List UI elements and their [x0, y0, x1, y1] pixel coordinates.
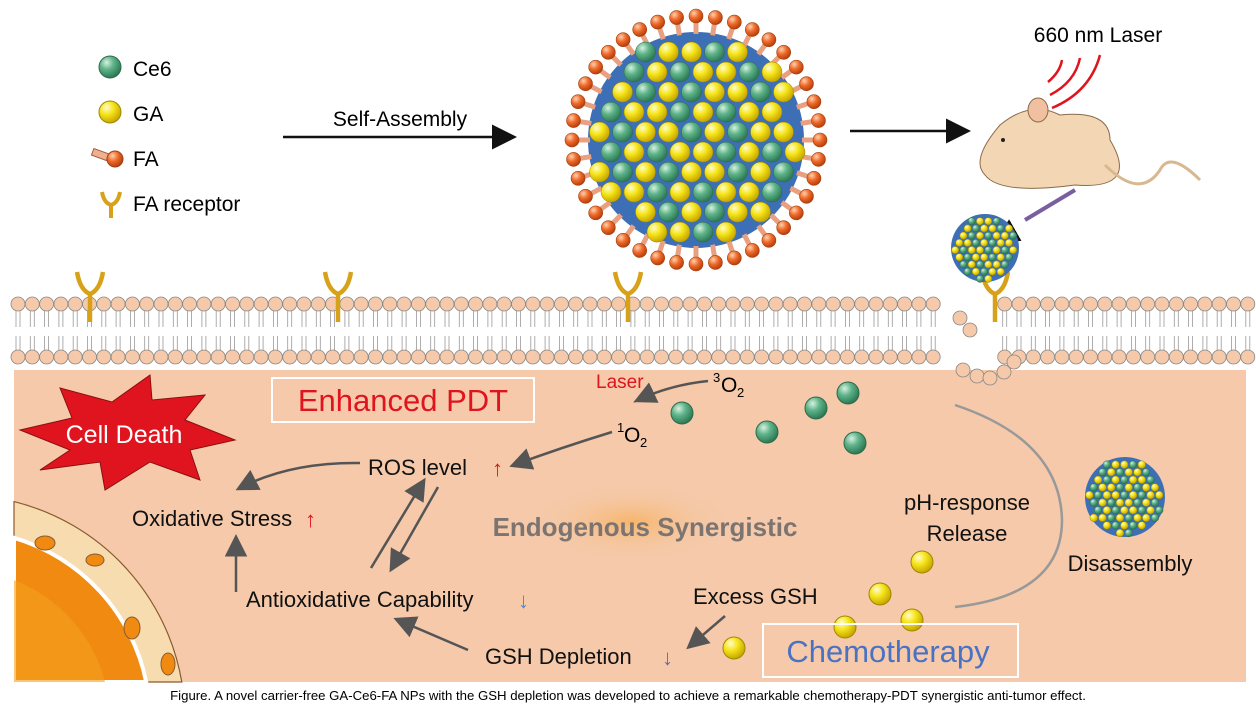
laser-label: Laser	[596, 372, 644, 393]
subscript-2: 2	[737, 385, 744, 400]
ga-molecule	[722, 636, 746, 660]
antioxidative-down-arrow: ↓	[518, 588, 529, 613]
laser-conversion-arrow	[633, 379, 709, 403]
ga-ce6-fa-nanoparticle	[564, 8, 828, 272]
excess-gsh-arrow	[686, 615, 726, 650]
o2-symbol: O	[721, 374, 737, 397]
figure-caption: Figure. A novel carrier-free GA-Ce6-FA N…	[170, 688, 1086, 703]
ce6-molecule	[843, 431, 867, 455]
disassembled-nanoparticle	[1085, 457, 1165, 538]
cell-death-label: Cell Death	[66, 421, 183, 449]
mouse-icon	[979, 97, 1202, 243]
gsh-to-antiox-arrow	[393, 616, 469, 652]
ros-to-antiox-arrow	[389, 486, 440, 573]
excess-gsh-label: Excess GSH	[693, 584, 818, 609]
fa-receptor-icon	[322, 271, 354, 322]
fa-receptor-icon	[612, 271, 644, 322]
small-nanoparticle	[951, 214, 1019, 283]
ph-response-label: pH-response	[904, 490, 1030, 515]
release-label: Release	[927, 521, 1008, 546]
ga-molecule	[910, 550, 934, 574]
ce6-molecule	[670, 401, 694, 425]
singlet-to-ros-arrow	[509, 430, 613, 470]
subscript-2: 2	[640, 435, 647, 450]
released-molecules	[670, 381, 934, 660]
disassembly-label: Disassembly	[1068, 551, 1193, 576]
synergy-glow	[532, 484, 732, 560]
ga-sphere-icon	[98, 100, 122, 124]
ga-molecule	[900, 608, 924, 632]
antioxidative-label: Antioxidative Capability	[246, 587, 473, 612]
nucleus	[12, 500, 183, 684]
endogenous-synergistic-label: Endogenous Synergistic	[493, 512, 798, 542]
ce6-molecule	[836, 381, 860, 405]
ce6-molecule	[755, 420, 779, 444]
cell-membrane	[0, 271, 1256, 386]
legend-ga: GA	[133, 103, 163, 126]
pathway-arrows	[224, 379, 1064, 652]
superscript-1: 1	[617, 420, 624, 435]
fa-receptor-icon	[74, 271, 106, 322]
self-assembly-label: Self-Assembly	[333, 108, 468, 131]
fa-ligand-icon	[90, 147, 124, 168]
ros-up-arrow: ↑	[492, 456, 503, 481]
o2-symbol: O	[624, 424, 640, 447]
gsh-down-arrow: ↓	[662, 645, 673, 670]
laser-waves-icon	[1047, 54, 1102, 110]
release-arc	[954, 403, 1064, 609]
triplet-oxygen: 3 O 2	[713, 370, 744, 400]
superscript-3: 3	[713, 370, 720, 385]
oxidative-up-arrow: ↑	[305, 507, 316, 532]
antiox-to-ros-arrow	[369, 477, 426, 569]
legend-ce6: Ce6	[133, 58, 172, 81]
fa-receptor-icon	[100, 191, 122, 218]
chemotherapy-box	[762, 623, 1019, 678]
laser-660-label: 660 nm Laser	[1034, 24, 1162, 47]
ga-molecule	[833, 615, 857, 639]
gsh-depletion-label: GSH Depletion	[485, 644, 632, 669]
chemotherapy-label: Chemotherapy	[786, 634, 990, 669]
legend-fa-receptor: FA receptor	[133, 193, 240, 216]
ce6-sphere-icon	[98, 55, 122, 79]
singlet-oxygen: 1 O 2	[617, 420, 647, 450]
ros-level-label: ROS level	[368, 455, 467, 480]
ros-to-stress-arrow	[235, 461, 361, 491]
ce6-molecule	[804, 396, 828, 420]
cell-death-burst-icon	[18, 374, 237, 491]
enhanced-pdt-label: Enhanced PDT	[298, 383, 508, 418]
oxidative-stress-label: Oxidative Stress	[132, 506, 292, 531]
ga-molecule	[868, 582, 892, 606]
legend: Ce6 GA FA FA receptor	[90, 55, 240, 218]
enhanced-pdt-box	[271, 377, 535, 423]
legend-fa: FA	[133, 148, 159, 171]
